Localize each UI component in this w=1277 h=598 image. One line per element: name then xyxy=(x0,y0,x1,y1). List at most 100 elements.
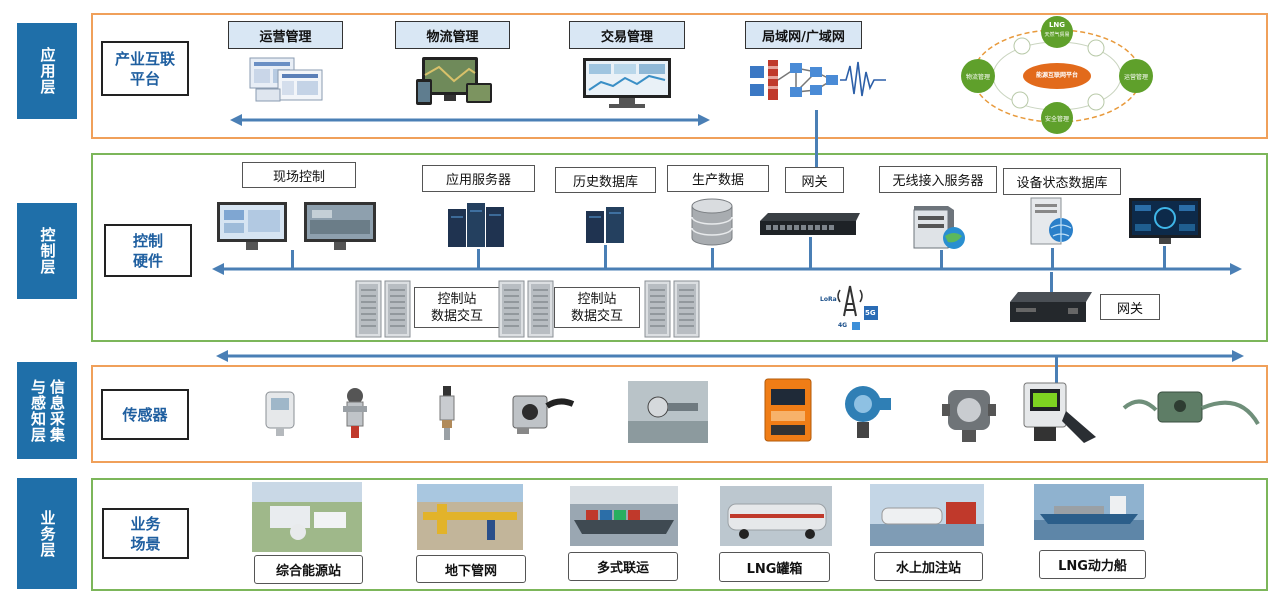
ctrl-label-gateway: 网关 xyxy=(785,167,844,193)
sensor-8-explosion-proof xyxy=(940,380,998,446)
scene-photo-energy-station xyxy=(252,482,362,552)
app-label-logistics: 物流管理 xyxy=(395,21,510,49)
layer-tab-application: 应用层 xyxy=(17,23,77,119)
category-platform: 产业互联 平台 xyxy=(101,41,189,96)
category-control-line2: 硬件 xyxy=(132,251,163,270)
station-label-1-line1: 控制站 xyxy=(437,291,477,307)
sensor-9-display xyxy=(1022,381,1102,447)
sensor-4-icon xyxy=(507,386,577,436)
network-topology-icon xyxy=(746,58,890,104)
energy-platform-bottom-label: 安全管理 xyxy=(1044,116,1069,123)
station-label-2: 控制站 数据交互 xyxy=(554,287,640,328)
energy-platform-top-label: LNG xyxy=(1048,21,1066,29)
scene-label-lng-ship: LNG动力船 xyxy=(1039,550,1146,579)
energy-platform-right-label: 运营管理 xyxy=(1123,74,1148,81)
ctrl-label-app-server: 应用服务器 xyxy=(422,165,535,192)
layer-tab-control: 控制层 xyxy=(17,203,77,299)
energy-platform-center-label: 能源互联网平台 xyxy=(1035,72,1078,79)
production-database-icon xyxy=(688,196,736,248)
scene-photo-intermodal xyxy=(570,486,678,546)
control-station-cabinets-1 xyxy=(355,280,411,338)
scene-photo-pipeline xyxy=(417,484,523,550)
station-label-1: 控制站 数据交互 xyxy=(414,287,500,328)
drop-line-production-db xyxy=(711,248,714,268)
layer-tab-sensing-col2: 与感知层 xyxy=(29,378,47,443)
rack-gateway-icon xyxy=(1008,290,1094,326)
dashboard-monitor-icon xyxy=(1127,196,1203,246)
application-panel xyxy=(91,13,1268,139)
drop-line-wireless-server xyxy=(940,250,943,268)
business-panel xyxy=(91,478,1268,591)
category-sensor: 传感器 xyxy=(101,389,189,440)
category-platform-line1: 产业互联 xyxy=(114,49,175,68)
control-station-cabinets-3 xyxy=(644,280,700,338)
wireless-5g-label: 5G xyxy=(865,309,876,317)
station-label-1-line2: 数据交互 xyxy=(430,308,483,324)
station-label-2-line2: 数据交互 xyxy=(570,308,623,324)
device-status-db-icon xyxy=(1027,196,1077,248)
ctrl-label-field-control: 现场控制 xyxy=(242,162,356,188)
ctrl-label-device-status-db: 设备状态数据库 xyxy=(1003,168,1121,195)
ctrl-label-wireless-server: 无线接入服务器 xyxy=(879,166,997,193)
station-label-2-line1: 控制站 xyxy=(577,291,617,307)
gateway2-label: 网关 xyxy=(1100,294,1160,320)
scene-label-pipeline: 地下管网 xyxy=(416,555,526,583)
application-bus-arrow xyxy=(230,112,710,128)
scene-label-bunkering: 水上加注站 xyxy=(874,552,983,581)
sensor-3-icon xyxy=(432,384,462,444)
wireless-antenna-icon: LoRa 5G 4G xyxy=(818,282,880,332)
category-scene-line1: 业务 xyxy=(130,514,161,533)
ctrl-label-production-data: 生产数据 xyxy=(667,165,769,192)
category-control-hardware: 控制 硬件 xyxy=(104,224,192,277)
drop-line-dashboard xyxy=(1163,246,1166,268)
category-scene: 业务 场景 xyxy=(102,508,189,559)
drop-line-gateway xyxy=(809,237,812,268)
ctrl-label-history-db: 历史数据库 xyxy=(555,167,656,193)
scene-label-intermodal: 多式联运 xyxy=(568,552,678,581)
field-control-monitors-icon xyxy=(216,200,378,252)
energy-platform-diagram: 能源互联网平台 LNG 天然气贸易 物流管理 运营管理 安全管理 xyxy=(950,14,1164,138)
drop-line-app-server xyxy=(477,249,480,268)
drop-line-status-db xyxy=(1051,248,1054,268)
gateway-switch-icon xyxy=(758,211,862,237)
sensor-1-icon xyxy=(262,388,298,438)
control-station-cabinets-2 xyxy=(498,280,554,338)
trading-monitor-icon xyxy=(581,56,673,110)
drop-line-sensor-link xyxy=(1055,356,1058,384)
app-label-network: 局域网/广域网 xyxy=(745,21,862,49)
logistics-devices-icon xyxy=(414,55,494,107)
category-platform-line2: 平台 xyxy=(129,69,160,88)
scene-photo-lng-tank xyxy=(720,486,832,546)
control-bus-arrow xyxy=(212,261,1242,277)
scene-photo-bunkering xyxy=(870,484,984,546)
wireless-4g-label: 4G xyxy=(838,322,848,329)
operations-screens-icon xyxy=(248,56,324,104)
sensor-6-device xyxy=(763,377,813,443)
app-label-trading: 交易管理 xyxy=(569,21,685,49)
control-panel xyxy=(91,153,1268,342)
wireless-lora-label: LoRa xyxy=(820,296,837,303)
sensing-bus-arrow xyxy=(216,348,1244,364)
wireless-server-icon xyxy=(910,202,970,250)
scene-photo-lng-ship xyxy=(1034,484,1144,540)
category-scene-line2: 场景 xyxy=(130,534,161,553)
layer-tab-business: 业务层 xyxy=(17,478,77,589)
app-label-operations: 运营管理 xyxy=(228,21,343,49)
scene-label-lng-tank: LNG罐箱 xyxy=(719,552,830,582)
drop-line-rack-gateway xyxy=(1050,272,1053,294)
layer-tab-sensing-col1: 信息采集 xyxy=(48,378,66,443)
drop-line-field-control xyxy=(291,250,294,268)
category-control-line1: 控制 xyxy=(132,231,163,250)
history-db-server-icon xyxy=(584,205,628,245)
energy-platform-left-label: 物流管理 xyxy=(965,74,990,81)
drop-line-history-db xyxy=(604,245,607,268)
app-server-icon xyxy=(446,201,506,249)
sensor-7-valve xyxy=(837,380,893,442)
energy-platform-top-sub-label: 天然气贸易 xyxy=(1044,32,1070,38)
sensor-10-cable-probe xyxy=(1120,384,1262,444)
layer-tab-sensing: 信息采集 与感知层 xyxy=(17,362,77,459)
network-to-gateway-link xyxy=(815,110,818,170)
sensing-panel xyxy=(91,365,1268,463)
scene-label-energy-station: 综合能源站 xyxy=(254,555,363,584)
sensor-2-icon xyxy=(337,386,373,442)
